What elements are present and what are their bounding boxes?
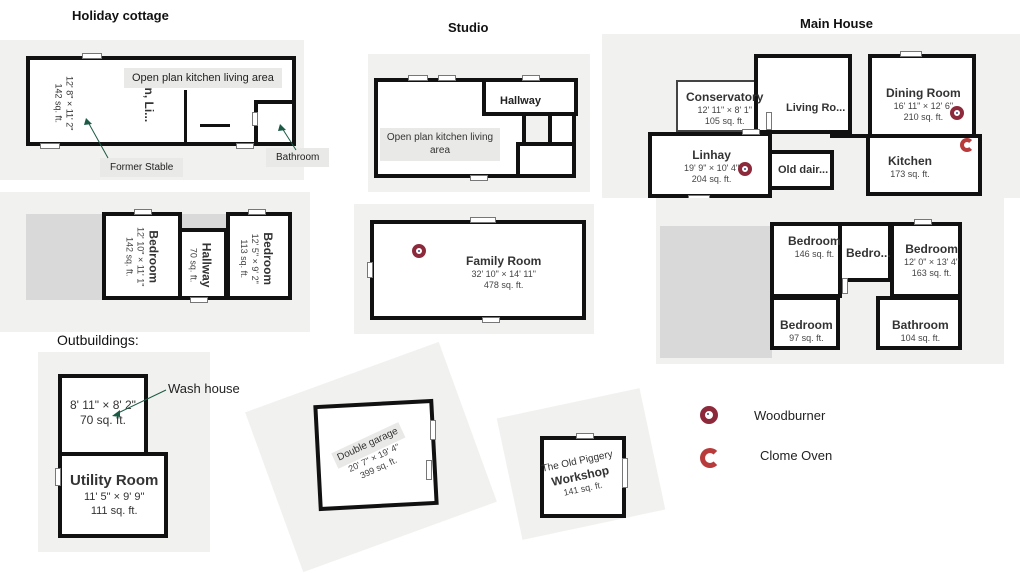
clome-oven-legend-label: Clome Oven [760,448,833,463]
main-bedroom-4 [770,296,840,350]
wash-house-arrow [112,389,167,417]
window [622,458,628,488]
wall-segment [830,134,866,138]
holiday-shaded-area-left [26,214,104,300]
old-dairy-label: Old dair... [778,164,829,176]
main-house-title: Main House [800,16,873,31]
family-room [370,220,586,320]
wash-house-label: Wash house [168,381,240,396]
holiday-shaded-area-mid [180,214,228,232]
callout-arrows [84,118,297,159]
studio-hallway-label: Hallway [500,95,541,107]
window [522,75,540,81]
studio-open-plan-label: Open plan kitchen living area [380,128,500,161]
main-bathroom [876,296,962,350]
window [742,129,760,135]
studio-small-room [516,142,576,178]
window [914,219,932,225]
window [252,112,258,126]
former-stable-callout: Former Stable [100,158,184,177]
woodburner-icon [950,106,964,120]
kitchen-room [866,134,982,196]
window [766,112,772,130]
window [408,75,428,81]
window [900,51,922,57]
window [438,75,456,81]
wash-house-room [58,374,148,456]
main-bedroom-1 [770,222,842,298]
woodburner-icon [412,244,426,258]
wall-segment [184,90,187,146]
living-room-label: Living Ro... [786,102,846,114]
woodburner-icon [738,162,752,176]
window [367,262,373,278]
window [190,297,208,303]
window [482,317,500,323]
window [430,420,436,440]
bedroom-1-room [102,212,182,300]
wall-segment [200,124,230,127]
woodburner-legend-label: Woodburner [754,408,826,423]
outbuildings-title: Outbuildings: [57,332,139,348]
wash-house-dimensions: 8' 11" × 8' 2"70 sq. ft. [70,398,136,427]
window [576,433,594,439]
clome-oven-legend-icon [700,448,720,468]
woodburner-legend-icon [700,406,718,424]
utility-room [58,452,168,538]
old-dairy-room [768,150,834,190]
window [134,209,152,215]
window [236,143,254,149]
window [470,217,496,223]
conservatory-room [676,80,758,132]
main-house-shaded-area [660,226,772,358]
window [55,468,61,486]
bathroom-callout: Bathroom [266,148,330,167]
window [40,143,60,149]
linhay-room [648,132,772,198]
open-plan-label: Open plan kitchen living area [124,68,282,88]
window [470,175,488,181]
window [426,460,432,480]
window [82,53,102,59]
window [842,278,848,294]
window [248,209,266,215]
dining-room [868,54,976,138]
holiday-cottage-title: Holiday cottage [72,8,169,23]
stable-room [26,56,108,146]
bedroom-2-room [226,212,292,300]
studio-title: Studio [448,20,489,35]
clome-oven-icon [960,138,974,152]
main-bedroom-2-label: Bedro... [846,246,891,260]
piggery-workshop-room [540,436,626,518]
